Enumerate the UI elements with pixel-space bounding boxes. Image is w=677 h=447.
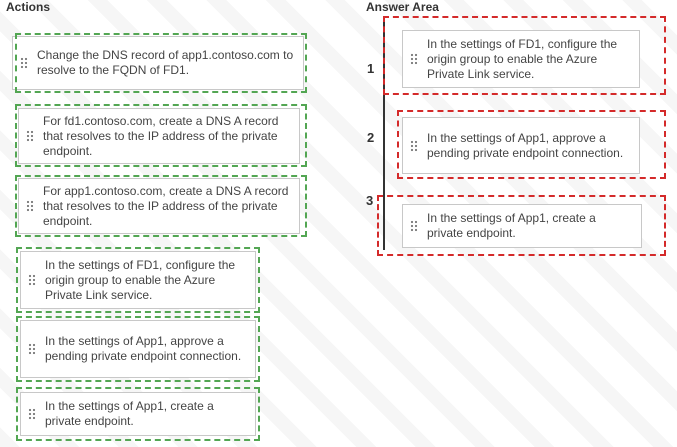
answer-slot-2[interactable]: In the settings of App1, approve a pendi… (402, 117, 640, 174)
answer-slot-number: 2 (367, 130, 375, 145)
drag-handle-icon[interactable] (26, 130, 34, 142)
action-text: In the settings of App1, create a privat… (45, 399, 214, 428)
action-card-6[interactable]: In the settings of App1, create a privat… (20, 392, 256, 436)
drag-handle-icon[interactable] (28, 408, 36, 420)
answer-slot-3[interactable]: In the settings of App1, create a privat… (402, 204, 642, 248)
answer-slot-number: 1 (367, 61, 375, 76)
action-text: For app1.contoso.com, create a DNS A rec… (43, 183, 289, 228)
actions-heading: Actions (6, 0, 51, 14)
answer-text: In the settings of App1, create a privat… (427, 211, 596, 240)
action-text: Change the DNS record of app1.contoso.co… (37, 48, 294, 77)
action-card-4[interactable]: In the settings of FD1, configure the or… (20, 251, 256, 309)
drag-handle-icon[interactable] (28, 274, 36, 286)
drag-handle-icon[interactable] (410, 140, 418, 152)
drag-handle-icon[interactable] (28, 343, 36, 355)
answer-area-heading: Answer Area (366, 0, 439, 14)
action-card-3[interactable]: For app1.contoso.com, create a DNS A rec… (18, 178, 300, 234)
action-card-2[interactable]: For fd1.contoso.com, create a DNS A reco… (18, 108, 300, 164)
answer-text: In the settings of FD1, configure the or… (427, 36, 618, 81)
action-card-1[interactable]: Change the DNS record of app1.contoso.co… (12, 36, 304, 90)
answer-area-divider (383, 22, 385, 250)
action-text: For fd1.contoso.com, create a DNS A reco… (43, 113, 279, 158)
drag-handle-icon[interactable] (26, 200, 34, 212)
action-text: In the settings of FD1, configure the or… (45, 257, 236, 302)
answer-slot-number: 3 (366, 193, 374, 208)
drag-handle-icon[interactable] (410, 220, 418, 232)
answer-slot-1[interactable]: In the settings of FD1, configure the or… (402, 30, 640, 88)
answer-text: In the settings of App1, approve a pendi… (427, 130, 624, 160)
action-card-5[interactable]: In the settings of App1, approve a pendi… (20, 320, 256, 378)
action-text: In the settings of App1, approve a pendi… (45, 334, 242, 363)
drag-handle-icon[interactable] (20, 57, 28, 69)
drag-handle-icon[interactable] (410, 53, 418, 65)
